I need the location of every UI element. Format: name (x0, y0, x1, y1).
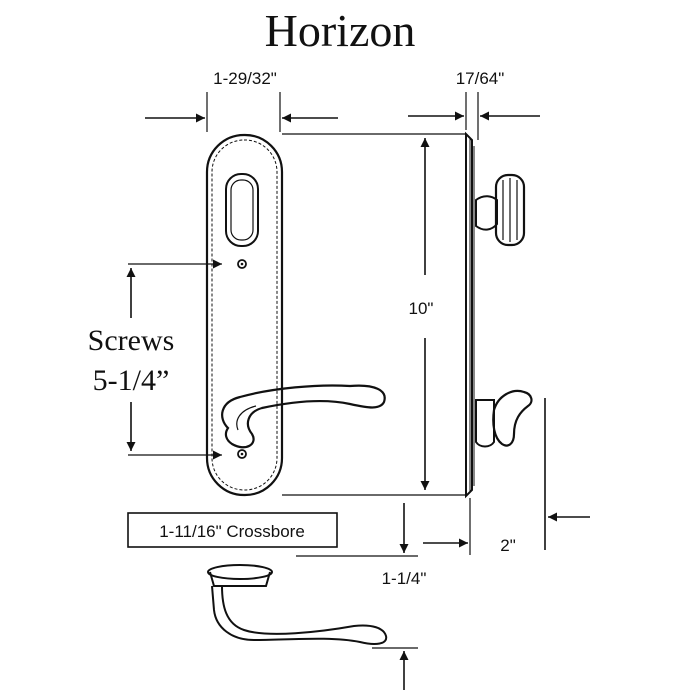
dimension-lines (126, 92, 590, 690)
diagram-title: Horizon (265, 5, 416, 56)
screw-bottom-icon (237, 449, 247, 459)
lever-handle-front (221, 384, 386, 449)
rose-lever-detail (207, 564, 388, 645)
screws-value: 5-1/4” (93, 364, 170, 397)
dimension-label-rose-projection: 1-1/4" (382, 569, 427, 588)
dimension-label-trim-thickness: 17/64" (456, 69, 505, 88)
trim-plate-front (205, 133, 386, 497)
dimension-label-projection: 2" (500, 536, 516, 555)
lever-handle-side (475, 389, 533, 448)
cylinder-slot (225, 173, 259, 247)
trim-plate-side (465, 131, 533, 499)
crossbore-label: 1-11/16" Crossbore (159, 522, 305, 541)
crossbore-box (127, 512, 338, 548)
screw-top-icon (237, 259, 247, 269)
thumb-turn-icon (475, 173, 526, 247)
screws-label: Screws (88, 324, 175, 357)
dimension-label-trim-width: 1-29/32" (213, 69, 277, 88)
dimension-label-height: 10" (409, 299, 434, 318)
